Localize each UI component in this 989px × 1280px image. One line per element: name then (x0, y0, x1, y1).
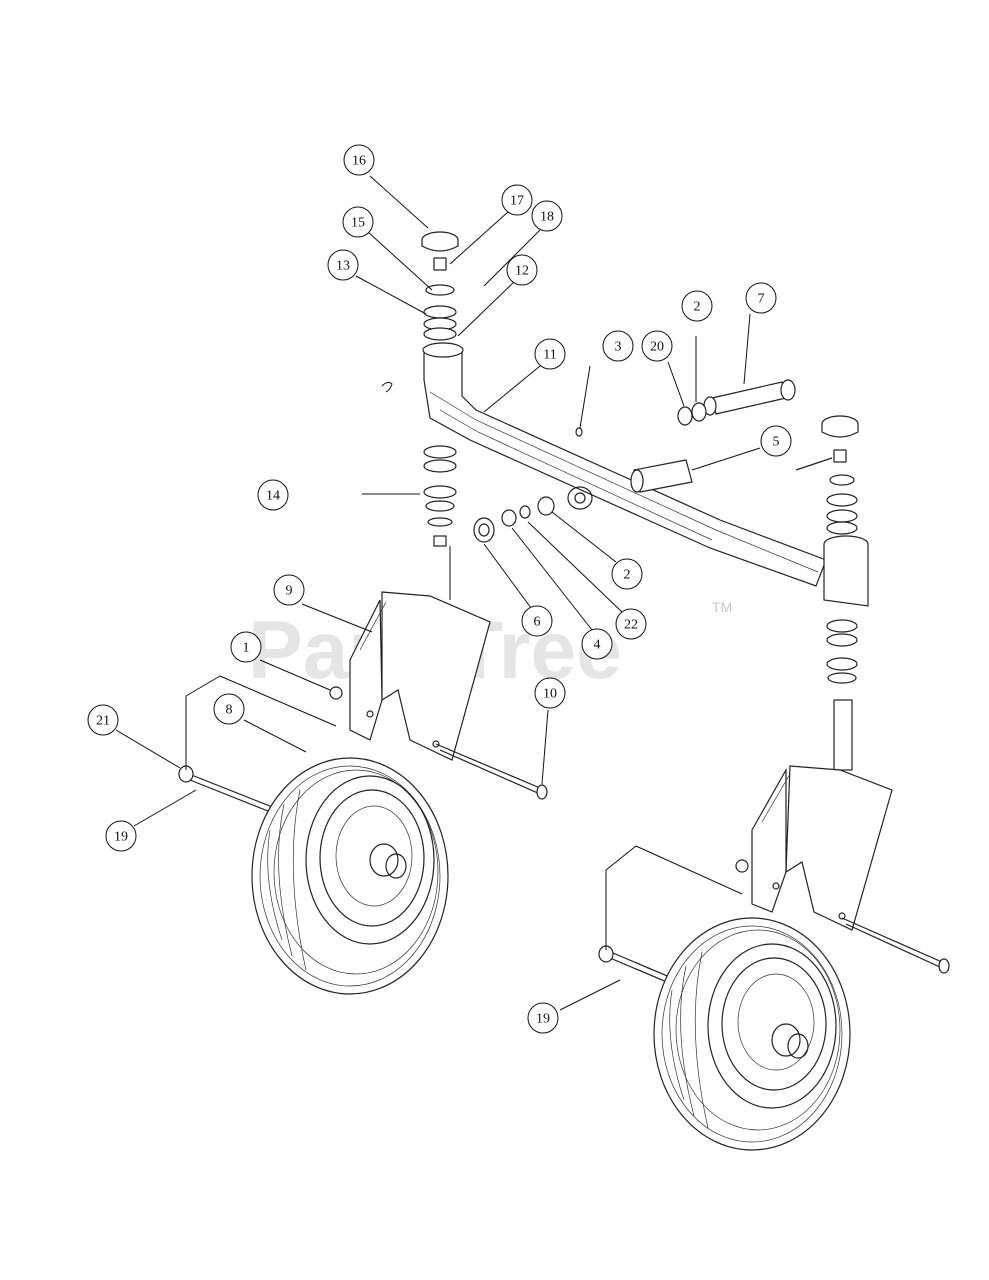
callout-label: 2 (624, 568, 631, 583)
left-caster-fork (329, 591, 491, 761)
callout-9: 9 (273, 574, 305, 606)
watermark-trademark: TM (712, 599, 732, 615)
left-spindle-stack (421, 231, 459, 600)
pivot-bolt (703, 379, 796, 416)
washers-row (473, 496, 555, 543)
pivot-bushing (630, 459, 693, 493)
callout-label: 1 (243, 641, 250, 656)
callout-label: 10 (543, 687, 557, 702)
callout-12: 12 (506, 254, 538, 286)
callout-19-right: 19 (527, 1002, 559, 1034)
callout-17: 17 (501, 184, 533, 216)
callout-22: 22 (615, 608, 647, 640)
right-caster-fork (735, 765, 893, 931)
callout-5: 5 (760, 425, 792, 457)
hook-mark (381, 381, 393, 393)
callout-7: 7 (745, 282, 777, 314)
right-wheel (653, 917, 851, 1151)
callout-2-mid: 2 (611, 558, 643, 590)
callout-3: 3 (602, 330, 634, 362)
callout-20: 20 (641, 330, 673, 362)
callout-8: 8 (213, 693, 245, 725)
callout-label: 11 (543, 348, 556, 363)
callout-label: 2 (694, 300, 701, 315)
callout-label: 8 (226, 703, 233, 718)
callout-label: 9 (286, 584, 293, 599)
callout-10: 10 (534, 677, 566, 709)
callout-11: 11 (534, 338, 566, 370)
callout-14: 14 (257, 479, 289, 511)
callout-18: 18 (531, 200, 563, 232)
callout-label: 14 (266, 489, 280, 504)
callout-label: 13 (336, 259, 350, 274)
axle-beam (422, 342, 869, 607)
callout-label: 7 (758, 292, 765, 307)
left-wheel (251, 757, 449, 995)
callout-label: 18 (540, 210, 554, 225)
washers-upper (575, 402, 707, 437)
callout-21: 21 (87, 704, 119, 736)
callout-1: 1 (230, 631, 262, 663)
callout-label: 17 (510, 194, 524, 209)
callout-label: 12 (515, 264, 529, 279)
callout-4: 4 (581, 628, 613, 660)
callout-15: 15 (342, 206, 374, 238)
callout-label: 21 (96, 714, 110, 729)
callout-13: 13 (327, 249, 359, 281)
callout-label: 16 (352, 154, 366, 169)
callout-label: 15 (351, 216, 365, 231)
callout-label: 20 (650, 340, 664, 355)
callout-label: 19 (536, 1012, 550, 1027)
callout-label: 6 (534, 615, 541, 630)
leader-lines (115, 175, 761, 1011)
callout-label: 22 (624, 618, 638, 633)
callout-6: 6 (521, 605, 553, 637)
callout-label: 4 (594, 638, 601, 653)
callout-label: 19 (114, 830, 128, 845)
right-spindle-stack (795, 415, 859, 771)
callout-19-left: 19 (105, 820, 137, 852)
callout-label: 3 (615, 340, 622, 355)
callout-label: 5 (773, 435, 780, 450)
callout-2-top: 2 (681, 290, 713, 322)
callout-16: 16 (343, 144, 375, 176)
